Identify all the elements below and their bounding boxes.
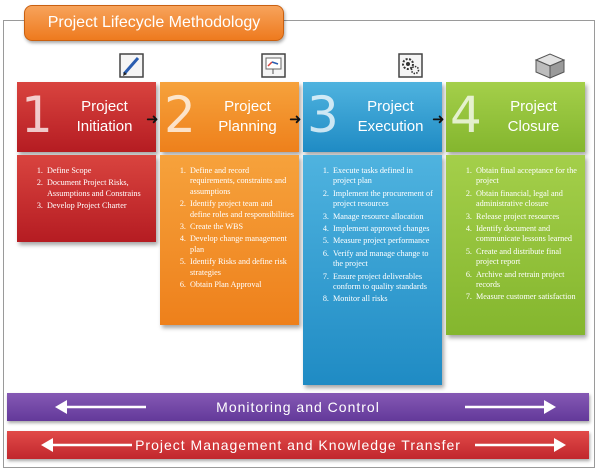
phase-number: 4 (450, 86, 482, 144)
list-item: Ensure project deliverables conform to q… (331, 272, 437, 293)
arrow-right-icon (475, 438, 566, 452)
phase-number: 3 (307, 86, 339, 144)
phase-closure-tasks: Obtain final acceptance for the project … (446, 155, 585, 335)
list-item: Implement approved changes (331, 224, 437, 234)
phase-planning-tasks: Define and record requirements, constrai… (160, 155, 299, 325)
list-item: Verify and manage change to the project (331, 249, 437, 270)
list-item: Obtain final acceptance for the project (474, 166, 580, 187)
list-item: Define Scope (45, 166, 151, 176)
arrow-left-icon (41, 438, 132, 452)
list-item: Archive and retrain project records (474, 270, 580, 291)
list-item: Monitor all risks (331, 294, 437, 304)
list-item: Identify project team and define roles a… (188, 199, 294, 220)
list-item: Develop Project Charter (45, 201, 151, 211)
list-item: Manage resource allocation (331, 212, 437, 222)
list-item: Develop change management plan (188, 234, 294, 255)
phase-planning-header: 2 Project Planning (160, 82, 299, 152)
phase-number: 1 (21, 86, 53, 144)
arrow-right-icon: ➜ (146, 111, 159, 128)
diagram-title: Project Lifecycle Methodology (24, 5, 284, 41)
pen-document-icon (118, 52, 146, 80)
phase-title: Project Closure (507, 98, 560, 135)
chart-presentation-icon (260, 52, 288, 80)
phase-initiation-tasks: Define Scope Document Project Risks, Ass… (17, 155, 156, 242)
phase-number: 2 (164, 86, 196, 144)
phase-closure-header: 4 Project Closure (446, 82, 585, 152)
band-label: Monitoring and Control (216, 399, 380, 415)
phase-title: Project Initiation (76, 98, 133, 135)
phase-title: Project Execution (357, 98, 424, 135)
list-item: Identify Risks and define risk strategie… (188, 257, 294, 278)
arrow-left-icon (55, 400, 146, 414)
list-item: Implement the procurement of project res… (331, 189, 437, 210)
list-item: Identify document and communicate lesson… (474, 224, 580, 245)
band-label: Project Management and Knowledge Transfe… (135, 437, 461, 453)
list-item: Release project resources (474, 212, 580, 222)
list-item: Execute tasks defined in project plan (331, 166, 437, 187)
gears-icon (397, 52, 425, 80)
arrow-right-icon: ➜ (289, 111, 302, 128)
monitoring-control-band: Monitoring and Control (7, 393, 589, 421)
phase-title: Project Planning (218, 98, 277, 135)
list-item: Create and distribute final project repo… (474, 247, 580, 268)
list-item: Document Project Risks, Assumptions and … (45, 178, 151, 199)
arrow-right-icon: ➜ (432, 111, 445, 128)
phase-execution-tasks: Execute tasks defined in project plan Im… (303, 155, 442, 385)
list-item: Measure customer satisfaction (474, 292, 580, 302)
list-item: Define and record requirements, constrai… (188, 166, 294, 197)
phase-initiation-header: 1 Project Initiation (17, 82, 156, 152)
list-item: Obtain Plan Approval (188, 280, 294, 290)
list-item: Create the WBS (188, 222, 294, 232)
closed-box-icon (532, 50, 568, 79)
arrow-right-icon (465, 400, 556, 414)
phase-execution-header: 3 Project Execution (303, 82, 442, 152)
knowledge-transfer-band: Project Management and Knowledge Transfe… (7, 431, 589, 459)
list-item: Measure project performance (331, 236, 437, 246)
list-item: Obtain financial, legal and administrati… (474, 189, 580, 210)
